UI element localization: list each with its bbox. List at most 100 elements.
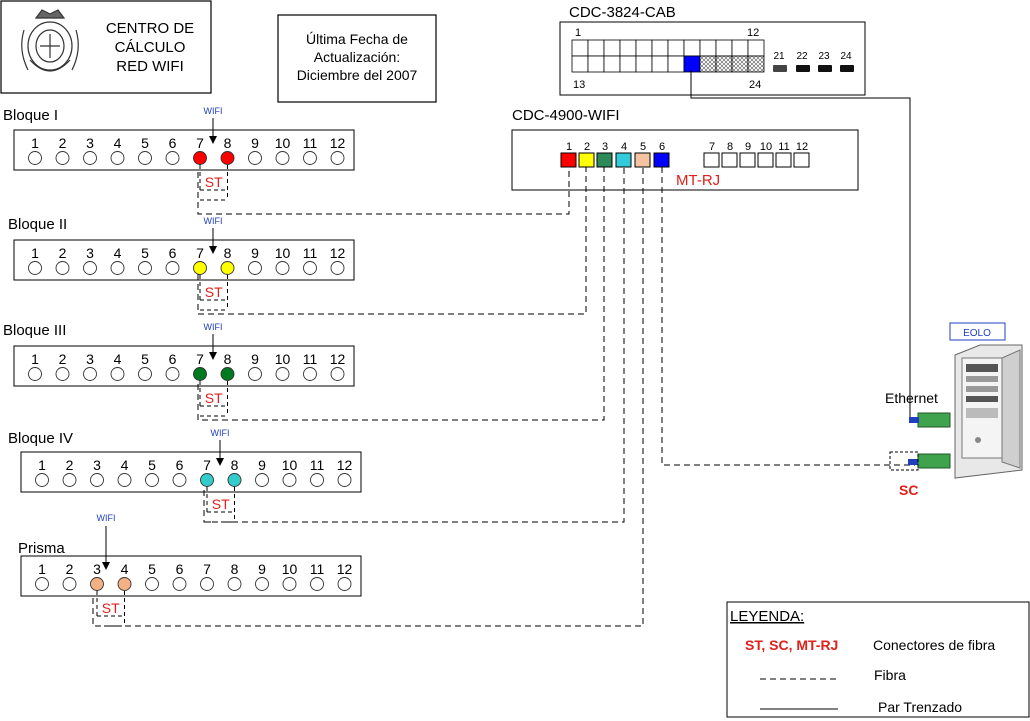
switch-wifi-rj-port-12 (793, 152, 810, 168)
update-box: Última Fecha de Actualización: Diciembre… (277, 14, 437, 103)
switch-cab-port-22 (715, 55, 733, 73)
switch-wifi-rj-port-7 (703, 152, 720, 168)
switch-cab-port-11 (731, 39, 749, 57)
switch-cab-uplink-label-23: 23 (818, 51, 830, 62)
port-1 (28, 151, 42, 165)
port-number-3: 3 (93, 561, 101, 577)
port-3 (90, 577, 104, 591)
port-3 (83, 367, 97, 381)
connector-label-mtrj: MT-RJ (676, 172, 720, 189)
switch-cab-name: CDC-3824-CAB (569, 4, 676, 21)
port-number-10: 10 (282, 561, 298, 577)
port-11 (303, 151, 317, 165)
org-line-2: CÁLCULO (115, 39, 186, 56)
port-number-1: 1 (31, 351, 39, 367)
port-6 (165, 261, 180, 275)
port-number-6: 6 (169, 135, 177, 151)
port-6 (165, 151, 180, 165)
switch-cab-port-17 (635, 55, 653, 73)
port-10 (275, 367, 290, 381)
port-9 (255, 577, 269, 591)
port-number-9: 9 (258, 561, 266, 577)
server-name: EOLO (963, 328, 991, 339)
switch-cab-port-18 (651, 55, 669, 73)
port-number-6: 6 (176, 457, 184, 473)
port-4 (110, 367, 125, 381)
port-number-4: 4 (121, 561, 129, 577)
port-number-8: 8 (224, 351, 232, 367)
port-3 (90, 473, 104, 487)
port-number-3: 3 (86, 135, 94, 151)
twisted-pair-link-eolo (690, 70, 911, 420)
port-number-8: 8 (224, 245, 232, 261)
wifi-arrow-icon (102, 526, 110, 570)
port-number-10: 10 (282, 457, 298, 473)
server-eolo: EOLO Ethernet SC (885, 322, 1023, 498)
port-11 (303, 261, 317, 275)
sc-label: SC (899, 482, 918, 498)
port-number-7: 7 (196, 351, 204, 367)
port-2 (55, 367, 70, 381)
update-line-2: Actualización: (314, 49, 400, 65)
port-2 (62, 577, 77, 591)
switch-cab-port-10 (715, 39, 733, 57)
switch-cab-uplink-port-23 (818, 65, 832, 72)
switch-cab-port-20 (683, 55, 701, 73)
wifi-label: WIFI (97, 513, 116, 523)
port-9 (248, 151, 262, 165)
st-connector: ST (199, 275, 228, 311)
patch-panel-name: Bloque III (3, 322, 66, 339)
port-7 (193, 367, 207, 381)
switch-cab-port-21 (699, 55, 717, 73)
port-2 (55, 151, 70, 165)
switch-wifi-rj-port-label-11: 11 (778, 141, 789, 153)
switch-cab-port-15 (603, 55, 621, 73)
switch-cab-port-start-top: 1 (575, 27, 581, 39)
port-1 (28, 261, 42, 275)
port-number-8: 8 (231, 457, 239, 473)
switch-wifi-rj-port-label-8: 8 (727, 141, 733, 153)
port-5 (138, 367, 152, 381)
switch-wifi-rj-port-8 (721, 152, 738, 168)
network-card-ethernet-icon (909, 412, 951, 428)
legend-title: LEYENDA: (730, 608, 804, 625)
port-number-2: 2 (59, 245, 67, 261)
switch-wifi-fiber-port-4 (615, 152, 632, 168)
patch-panel-name: Prisma (18, 540, 65, 557)
port-4 (117, 577, 132, 591)
switch-cab-uplink-port-21 (773, 65, 787, 72)
wifi-label: WIFI (211, 428, 230, 438)
port-number-4: 4 (114, 245, 122, 261)
legend-label-connectors: Conectores de fibra (873, 637, 995, 653)
port-number-11: 11 (303, 351, 318, 367)
port-10 (275, 151, 290, 165)
fiber-links (92, 167, 915, 627)
port-12 (330, 261, 345, 275)
patch-panel-frame (20, 555, 362, 597)
port-3 (83, 151, 97, 165)
switch-wifi-rj-port-label-7: 7 (709, 141, 715, 153)
wifi-label: WIFI (204, 216, 223, 226)
port-2 (55, 261, 70, 275)
patch-panel-name: Bloque II (8, 216, 67, 233)
port-number-4: 4 (114, 135, 122, 151)
port-12 (330, 151, 345, 165)
switch-cab-port-end-top: 12 (747, 27, 759, 39)
university-crest-icon (21, 9, 79, 72)
switch-cab-port-14 (587, 55, 605, 73)
switch-cab-uplink-port-24 (840, 65, 854, 72)
switch-wifi-fiber-port-2 (578, 152, 595, 168)
switch-cab-port-end-bottom: 24 (749, 79, 761, 91)
port-8 (220, 367, 235, 381)
port-1 (35, 473, 49, 487)
patch-panel-name: Bloque IV (8, 430, 73, 447)
port-number-6: 6 (169, 245, 177, 261)
patch-panel-frame (20, 451, 362, 493)
fiber-link-eolo (661, 167, 915, 466)
port-8 (220, 261, 235, 275)
